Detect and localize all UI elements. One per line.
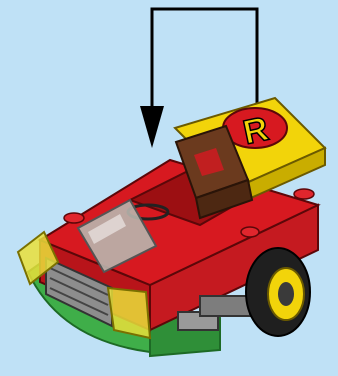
callout-arrow-head-left: [140, 106, 164, 148]
rear-wheel: [246, 248, 310, 336]
headlight-right: [108, 288, 150, 338]
